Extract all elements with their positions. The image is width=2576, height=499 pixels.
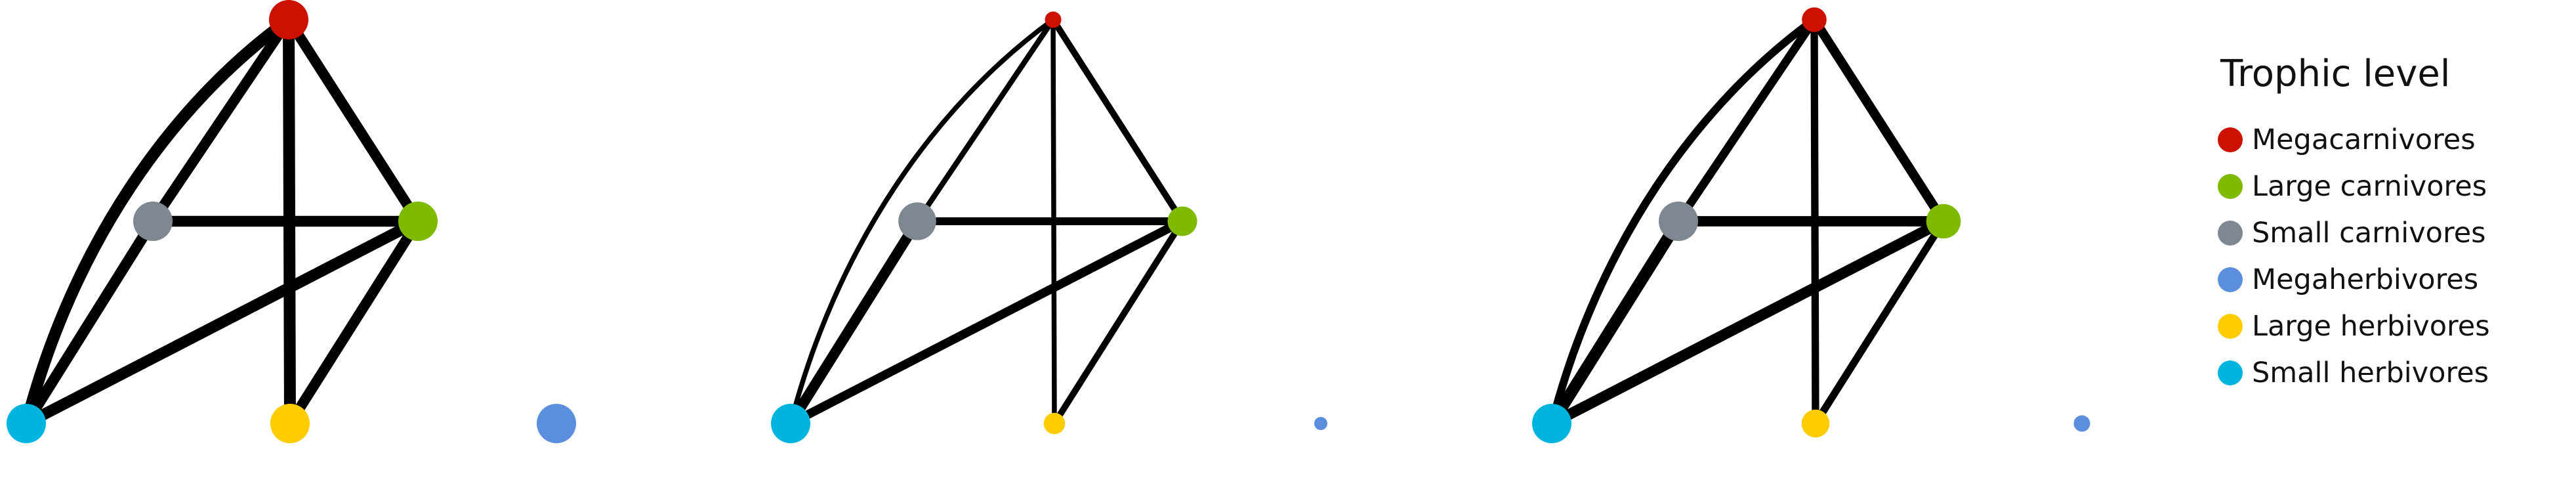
small-herbivores-swatch	[2218, 360, 2243, 386]
legend-item-large-herbivores: Large herbivores	[2218, 303, 2559, 350]
node-small-herbivores	[771, 404, 810, 443]
network-panel-3	[1532, 7, 2090, 443]
node-megacarnivores	[1045, 11, 1062, 28]
node-megacarnivores	[269, 0, 308, 39]
edge-megacarnivores-small-carnivores	[1674, 15, 1819, 226]
node-megaherbivores	[1314, 417, 1327, 430]
legend-label: Megacarnivores	[2252, 123, 2476, 157]
edge-large-carnivores-small-herbivores	[20, 215, 424, 429]
small-carnivores-swatch	[2218, 221, 2243, 246]
node-large-carnivores	[398, 202, 438, 241]
edge-megacarnivores-large-carnivores	[1809, 14, 1949, 227]
legend-item-small-carnivores: Small carnivores	[2218, 210, 2559, 257]
legend-label: Large herbivores	[2252, 310, 2490, 343]
node-small-herbivores	[7, 404, 46, 443]
large-herbivores-swatch	[2218, 314, 2243, 339]
edge-large-carnivores-small-herbivores	[1546, 215, 1949, 429]
edge-megacarnivores-small-herbivores	[1548, 16, 1818, 427]
edge-large-carnivores-large-herbivores	[1812, 217, 1947, 427]
edge-large-carnivores-small-herbivores	[786, 217, 1187, 428]
legend-label: Megaherbivores	[2252, 263, 2479, 297]
node-megaherbivores	[2073, 415, 2090, 432]
node-small-carnivores	[1659, 202, 1698, 241]
edge-megacarnivores-small-herbivores	[20, 14, 295, 429]
megacarnivores-swatch	[2218, 127, 2243, 153]
legend-item-megacarnivores: Megacarnivores	[2218, 117, 2559, 163]
edge-small-carnivores-small-herbivores	[785, 216, 923, 429]
node-large-carnivores	[1926, 204, 1961, 239]
node-small-carnivores	[133, 202, 173, 241]
legend-label: Small herbivores	[2252, 357, 2489, 390]
edge-megacarnivores-small-herbivores	[788, 17, 1056, 426]
node-large-herbivores	[1043, 412, 1066, 435]
legend-item-large-carnivores: Large carnivores	[2218, 163, 2559, 210]
legend-item-small-herbivores: Small herbivores	[2218, 350, 2559, 397]
node-megaherbivores	[537, 404, 576, 443]
edge-megacarnivores-small-carnivores	[914, 16, 1056, 225]
edge-large-carnivores-large-herbivores	[1051, 218, 1186, 427]
legend: Trophic level Megacarnivores Large carni…	[2218, 54, 2559, 397]
network-panel-2	[771, 11, 1327, 443]
node-large-herbivores	[1801, 409, 1830, 438]
node-small-herbivores	[1532, 404, 1571, 443]
edge-megacarnivores-large-carnivores	[1050, 16, 1186, 225]
node-megacarnivores	[1802, 7, 1827, 32]
megaherbivores-swatch	[2218, 267, 2243, 293]
edge-large-carnivores-large-herbivores	[285, 216, 423, 429]
edge-small-carnivores-small-herbivores	[20, 215, 159, 429]
node-large-carnivores	[1167, 206, 1197, 236]
node-large-herbivores	[270, 404, 310, 443]
legend-item-megaherbivores: Megaherbivores	[2218, 257, 2559, 303]
legend-title: Trophic level	[2220, 53, 2451, 95]
edge-megacarnivores-large-carnivores	[283, 14, 423, 227]
network-panel-1	[7, 0, 576, 443]
edge-megacarnivores-small-carnivores	[148, 14, 294, 227]
edge-small-carnivores-small-herbivores	[1546, 215, 1684, 429]
legend-label: Large carnivores	[2252, 170, 2487, 204]
large-carnivores-swatch	[2218, 174, 2243, 200]
legend-label: Small carnivores	[2252, 217, 2486, 250]
node-small-carnivores	[898, 202, 936, 240]
